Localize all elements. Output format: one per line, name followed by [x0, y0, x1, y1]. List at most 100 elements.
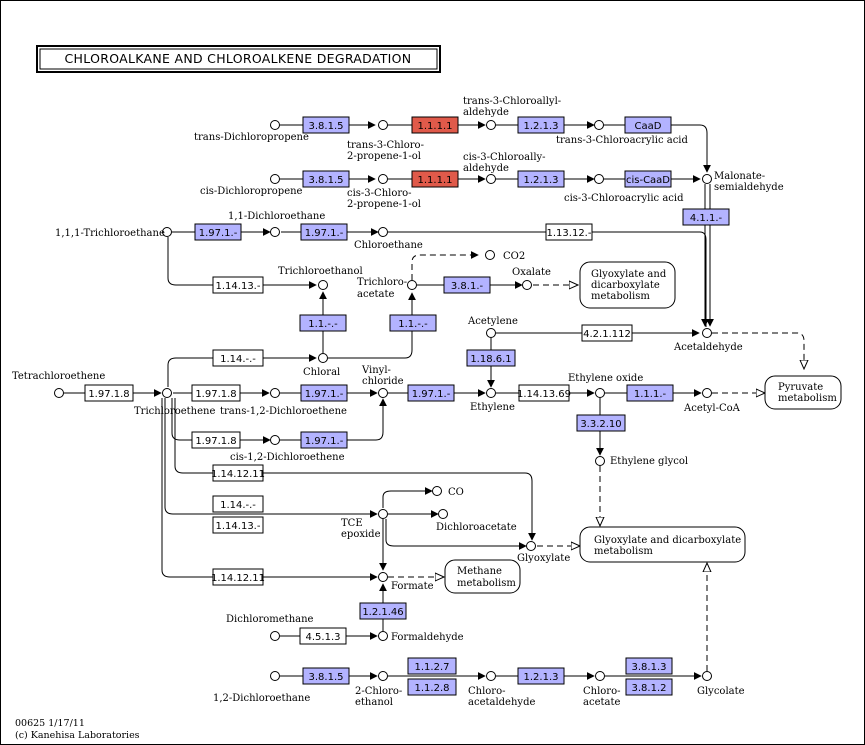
compound-node[interactable] — [318, 353, 328, 363]
compound-node[interactable] — [378, 631, 388, 641]
enzyme-1-13-12[interactable]: 1.13.12.- — [545, 223, 593, 241]
compound-node[interactable] — [162, 227, 172, 237]
compound-node[interactable] — [522, 280, 532, 290]
label-dichloroacetate: Dichloroacetate — [436, 522, 517, 533]
compound-node[interactable] — [486, 328, 496, 338]
compound-node[interactable] — [407, 280, 417, 290]
enzyme-1-1-1[interactable]: 1.1.1.- — [626, 384, 674, 402]
text-label: Methane — [457, 566, 502, 577]
map-link-glyoxylate-big[interactable]: Glyoxylate and dicarboxylate metabolism — [579, 526, 746, 563]
enzyme-cis-CaaD[interactable]: cis-CaaD — [624, 170, 672, 188]
compound-node[interactable] — [595, 456, 605, 466]
enzyme-4-5-1-3[interactable]: 4.5.1.3 — [299, 627, 347, 645]
compound-node[interactable] — [54, 388, 64, 398]
enzyme-3-8-1-5[interactable]: 3.8.1.5 — [302, 116, 350, 134]
text-label: 3.8.1.5 — [309, 121, 344, 132]
text-label: 1.1.1.- — [634, 389, 667, 400]
enzyme-1-1[interactable]: 1.1.-.- — [299, 314, 347, 332]
compound-node[interactable] — [270, 388, 280, 398]
enzyme-1-97-1[interactable]: 1.97.1.- — [194, 223, 242, 241]
text-label: Glyoxylate and — [591, 269, 667, 280]
enzyme-1-2-1-3[interactable]: 1.2.1.3 — [517, 116, 565, 134]
compound-node[interactable] — [486, 388, 496, 398]
footer-copyright: (c) Kanehisa Laboratories — [15, 730, 140, 741]
enzyme-CaaD[interactable]: CaaD — [624, 116, 672, 134]
compound-node[interactable] — [702, 671, 712, 681]
enzyme-3-8-1-2[interactable]: 3.8.1.2 — [625, 678, 673, 696]
enzyme-1-14[interactable]: 1.14.-.- — [212, 349, 264, 367]
compound-node[interactable] — [378, 120, 388, 130]
enzyme-1-2-1-3[interactable]: 1.2.1.3 — [517, 170, 565, 188]
enzyme-1-1-1-1[interactable]: 1.1.1.1 — [411, 116, 459, 134]
compound-node[interactable] — [270, 174, 280, 184]
compound-node[interactable] — [485, 250, 495, 260]
label-chloral: Chloral — [303, 367, 340, 378]
compound-node[interactable] — [702, 174, 712, 184]
text-label: acetate — [357, 289, 394, 300]
enzyme-1-1-1-1[interactable]: 1.1.1.1 — [411, 170, 459, 188]
enzyme-1-97-1[interactable]: 1.97.1.- — [300, 384, 348, 402]
enzyme-1-2-1-46[interactable]: 1.2.1.46 — [359, 602, 407, 620]
map-link-methane[interactable]: Methane metabolism — [444, 559, 521, 594]
enzyme-1-97-1[interactable]: 1.97.1.- — [300, 223, 348, 241]
text-label: 3.8.1.2 — [632, 683, 667, 694]
compound-node[interactable] — [378, 174, 388, 184]
enzyme-1-2-1-3[interactable]: 1.2.1.3 — [517, 667, 565, 685]
enzyme-1-97-1-8[interactable]: 1.97.1.8 — [191, 431, 241, 449]
enzyme-1-97-1-8[interactable]: 1.97.1.8 — [84, 384, 134, 402]
enzyme-1-14-13-69[interactable]: 1.14.13.69 — [517, 384, 571, 402]
compound-node[interactable] — [378, 671, 388, 681]
enzyme-1-97-1[interactable]: 1.97.1.- — [300, 431, 348, 449]
enzyme-3-8-1-3[interactable]: 3.8.1.3 — [625, 657, 673, 675]
compound-node[interactable] — [486, 174, 496, 184]
compound-node[interactable] — [378, 509, 388, 519]
enzyme-1-14-13[interactable]: 1.14.13.- — [212, 276, 264, 294]
compound-node[interactable] — [270, 120, 280, 130]
enzyme-1-14-12-11[interactable]: 1.14.12.11 — [211, 568, 265, 586]
compound-node[interactable] — [702, 328, 712, 338]
compound-node[interactable] — [270, 671, 280, 681]
compound-node[interactable] — [270, 227, 280, 237]
compound-node[interactable] — [486, 120, 496, 130]
compound-node[interactable] — [162, 388, 172, 398]
compound-node[interactable] — [702, 388, 712, 398]
compound-node[interactable] — [432, 486, 442, 496]
text-label: metabolism — [591, 291, 650, 302]
label-cis-chloroallyl: cis-3-Chloroally- — [463, 152, 546, 163]
text-label: cis-CaaD — [626, 175, 670, 186]
compound-node[interactable] — [595, 388, 605, 398]
text-label: Pyruvate — [778, 382, 823, 393]
compound-node[interactable] — [270, 435, 280, 445]
enzyme-3-8-1[interactable]: 3.8.1.- — [443, 276, 491, 294]
label-acetaldehyde: Acetaldehyde — [673, 342, 743, 353]
map-link-glyoxylate-small[interactable]: Glyoxylate and dicarboxylate metabolism — [579, 261, 676, 309]
compound-node[interactable] — [594, 174, 604, 184]
compound-node[interactable] — [318, 280, 328, 290]
enzyme-1-1-2-8[interactable]: 1.1.2.8 — [407, 678, 457, 696]
enzyme-1-18-6-1[interactable]: 1.18.6.1 — [466, 349, 516, 367]
enzyme-3-8-1-5[interactable]: 3.8.1.5 — [302, 170, 350, 188]
enzyme-1-97-1[interactable]: 1.97.1.- — [407, 384, 455, 402]
compound-node[interactable] — [594, 120, 604, 130]
enzyme-1-1[interactable]: 1.1.-.- — [389, 314, 437, 332]
compound-node[interactable] — [438, 509, 448, 519]
compound-node[interactable] — [378, 227, 388, 237]
text-label: aldehyde — [463, 107, 509, 118]
compound-node[interactable] — [595, 671, 605, 681]
enzyme-1-14-13[interactable]: 1.14.13.- — [212, 516, 264, 534]
enzyme-1-14[interactable]: 1.14.-.- — [212, 495, 264, 513]
enzyme-1-14-12-11[interactable]: 1.14.12.11 — [211, 464, 265, 482]
enzyme-4-2-1-112[interactable]: 4.2.1.112 — [581, 324, 633, 342]
enzyme-1-97-1-8[interactable]: 1.97.1.8 — [191, 384, 241, 402]
compound-node[interactable] — [526, 541, 536, 551]
enzyme-4-1-1[interactable]: 4.1.1.- — [682, 208, 730, 226]
compound-node[interactable] — [486, 671, 496, 681]
enzyme-1-1-2-7[interactable]: 1.1.2.7 — [407, 657, 457, 675]
compound-node[interactable] — [378, 572, 388, 582]
enzyme-3-8-1-5[interactable]: 3.8.1.5 — [302, 667, 350, 685]
compound-node[interactable] — [378, 388, 388, 398]
map-link-pyruvate[interactable]: Pyruvate metabolism — [764, 375, 842, 410]
enzyme-3-3-2-10[interactable]: 3.3.2.10 — [576, 414, 626, 432]
compound-node[interactable] — [270, 631, 280, 641]
